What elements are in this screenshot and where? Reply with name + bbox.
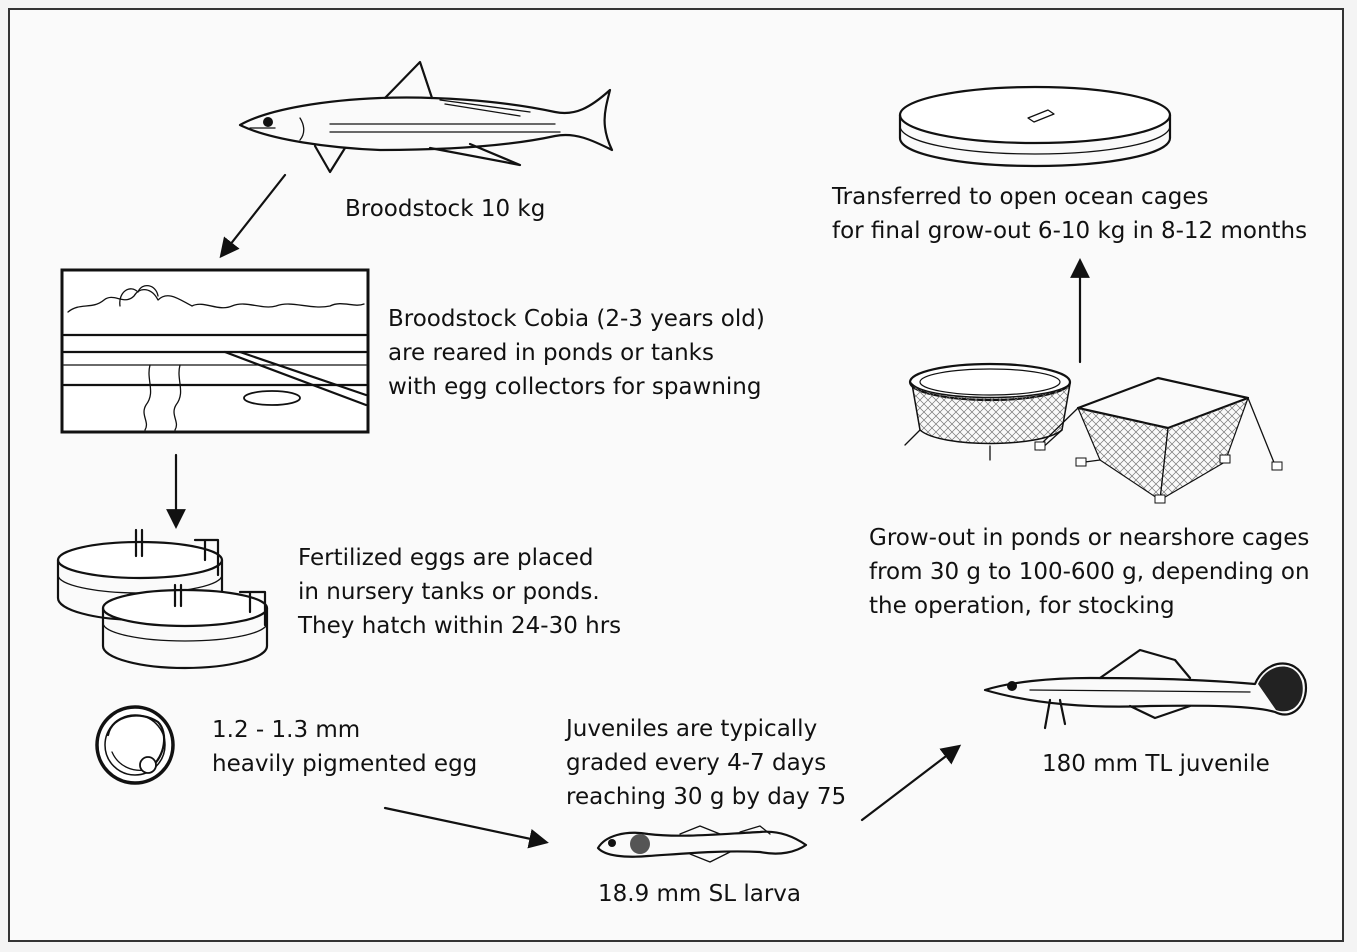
ocean-caption-line-1: Transferred to open ocean cages [832,180,1209,214]
growout-caption-line-1: Grow-out in ponds or nearshore cages [869,521,1309,555]
arrow-to-larva [385,808,545,842]
egg-caption-line-1: 1.2 - 1.3 mm [212,713,360,747]
arrow-to-pond [222,175,285,255]
ocean-caption-line-2: for final grow-out 6-10 kg in 8-12 month… [832,214,1307,248]
pond-caption-line-2: are reared in ponds or tanks [388,336,714,370]
eggs-caption-line-3: They hatch within 24-30 hrs [298,609,621,643]
pond-scene-icon [62,270,368,432]
juveniles-caption-line-2: graded every 4-7 days [566,746,826,780]
juveniles-caption-line-1: Juveniles are typically [566,712,817,746]
ocean-cage-icon [900,87,1170,166]
growout-caption-line-2: from 30 g to 100-600 g, depending on [869,555,1310,589]
growout-caption-line-3: the operation, for stocking [869,589,1175,623]
egg-caption-line-2: heavily pigmented egg [212,747,477,781]
larva-label: 18.9 mm SL larva [598,877,801,911]
nearshore-cages-icon [905,364,1282,503]
juveniles-caption-line-3: reaching 30 g by day 75 [566,780,846,814]
cobia-adult-icon [240,62,612,172]
nursery-tanks-icon [58,530,267,668]
larva-icon [598,826,806,862]
juvenile-label: 180 mm TL juvenile [1042,747,1270,781]
pond-caption-line-3: with egg collectors for spawning [388,370,761,404]
pond-caption-line-1: Broodstock Cobia (2-3 years old) [388,302,765,336]
arrow-to-juvenile [862,747,958,820]
egg-icon [97,707,173,783]
eggs-caption-line-2: in nursery tanks or ponds. [298,575,600,609]
juvenile-fish-icon [985,650,1306,728]
eggs-caption-line-1: Fertilized eggs are placed [298,541,594,575]
broodstock-label: Broodstock 10 kg [345,192,545,226]
